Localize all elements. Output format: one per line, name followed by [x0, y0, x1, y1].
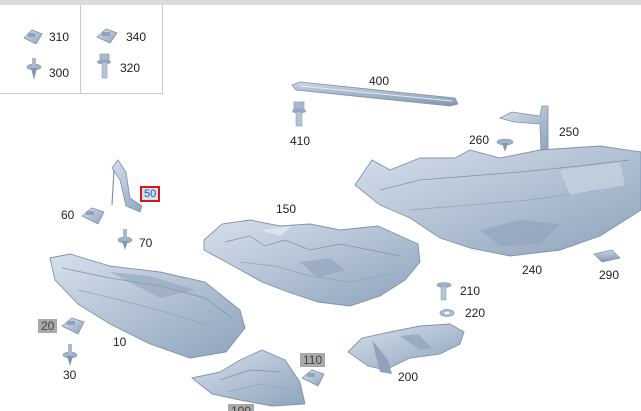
screw-300-icon[interactable] [26, 58, 42, 80]
callout-70[interactable]: 70 [139, 236, 153, 250]
callout-150[interactable]: 150 [276, 202, 297, 216]
clip-340-icon[interactable] [96, 28, 118, 44]
callout-110[interactable]: 110 [300, 353, 326, 367]
callout-250[interactable]: 250 [559, 125, 580, 139]
plate-290[interactable] [593, 249, 621, 263]
clip-110[interactable] [301, 369, 325, 387]
bracket-50[interactable] [111, 159, 143, 213]
callout-50-selected[interactable]: 50 [140, 186, 161, 202]
washer-220[interactable] [439, 309, 455, 317]
callout-220[interactable]: 220 [465, 306, 486, 320]
shield-200[interactable] [347, 323, 465, 374]
underbody-panel-240[interactable] [354, 145, 641, 257]
callout-60[interactable]: 60 [61, 208, 75, 222]
callout-400[interactable]: 400 [369, 74, 390, 88]
callout-410[interactable]: 410 [290, 134, 311, 148]
screw-210[interactable] [436, 282, 452, 301]
screw-260[interactable] [496, 138, 514, 152]
front-undertray-10[interactable] [49, 253, 246, 359]
undertray-150[interactable] [203, 219, 421, 307]
clip-310-icon[interactable] [23, 29, 43, 45]
callout-10[interactable]: 10 [113, 335, 127, 349]
bolt-320-icon[interactable] [97, 53, 111, 79]
legend-panel [0, 5, 163, 94]
legend-label-340: 340 [126, 30, 147, 44]
legend-label-320: 320 [120, 61, 141, 75]
callout-200[interactable]: 200 [398, 370, 419, 384]
bolt-410[interactable] [292, 101, 306, 127]
legend-label-300: 300 [49, 66, 70, 80]
legend-label-310: 310 [49, 30, 70, 44]
legend-divider [80, 5, 81, 93]
callout-260[interactable]: 260 [469, 133, 490, 147]
callout-240[interactable]: 240 [522, 263, 543, 277]
top-bar [0, 0, 641, 5]
callout-30[interactable]: 30 [63, 368, 77, 382]
callout-290[interactable]: 290 [599, 268, 620, 282]
clip-20[interactable] [61, 317, 85, 335]
callout-100[interactable]: 100 [228, 404, 255, 411]
screw-70[interactable] [117, 229, 133, 250]
clip-60[interactable] [81, 207, 105, 225]
callout-210[interactable]: 210 [460, 284, 481, 298]
bracket-250[interactable] [498, 105, 549, 153]
cover-100[interactable] [190, 349, 306, 407]
callout-20[interactable]: 20 [38, 319, 58, 333]
screw-30[interactable] [62, 344, 78, 366]
strut-400[interactable] [291, 81, 459, 107]
